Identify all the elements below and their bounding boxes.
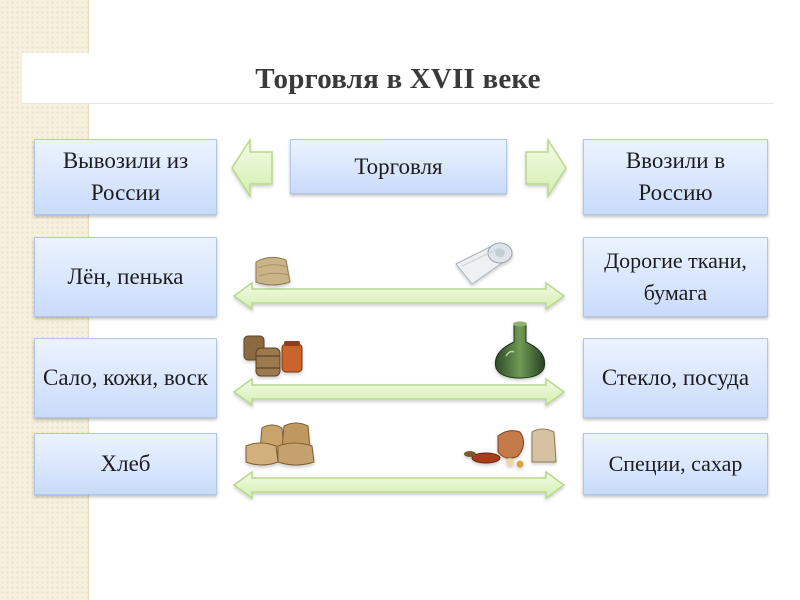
grain-sacks-icon — [245, 422, 315, 466]
flax-bundle-icon — [255, 256, 291, 286]
double-arrow-row-1 — [232, 281, 566, 311]
export-box-flax: Лён, пенька — [34, 237, 217, 317]
spices-sugar-icon — [464, 428, 557, 468]
export-header-label: Вывозили из России — [62, 148, 189, 205]
import-box-spices: Специи, сахар — [583, 433, 768, 495]
trade-header-label: Торговля — [354, 153, 443, 179]
barrels-jar-icon — [243, 335, 303, 377]
double-arrow-row-3 — [232, 470, 566, 500]
import-header-label: Ввозили в Россию — [625, 148, 726, 205]
import-label-spices: Специи, сахар — [608, 451, 743, 476]
title-bar: Торговля в XVII веке — [22, 53, 774, 104]
export-label-tallow: Сало, кожи, воск — [42, 365, 209, 390]
export-box-bread: Хлеб — [34, 433, 217, 495]
fabric-roll-icon — [455, 242, 513, 285]
export-label-flax: Лён, пенька — [67, 264, 184, 289]
double-arrow-row-2 — [232, 377, 566, 407]
import-label-glass: Стекло, посуда — [601, 365, 750, 390]
import-header-box: Ввозили в Россию — [583, 139, 768, 215]
import-box-fabrics: Дорогие ткани, бумага — [583, 237, 768, 317]
page-title: Торговля в XVII веке — [255, 63, 541, 95]
import-label-fabrics: Дорогие ткани, бумага — [604, 248, 747, 305]
left-direction-arrow — [231, 137, 273, 199]
export-box-tallow: Сало, кожи, воск — [34, 338, 217, 418]
right-direction-arrow — [525, 137, 567, 199]
trade-header-box: Торговля — [290, 139, 507, 194]
export-label-bread: Хлеб — [100, 451, 151, 476]
export-header-box: Вывозили из России — [34, 139, 217, 215]
import-box-glass: Стекло, посуда — [583, 338, 768, 418]
glass-vase-icon — [494, 321, 546, 379]
